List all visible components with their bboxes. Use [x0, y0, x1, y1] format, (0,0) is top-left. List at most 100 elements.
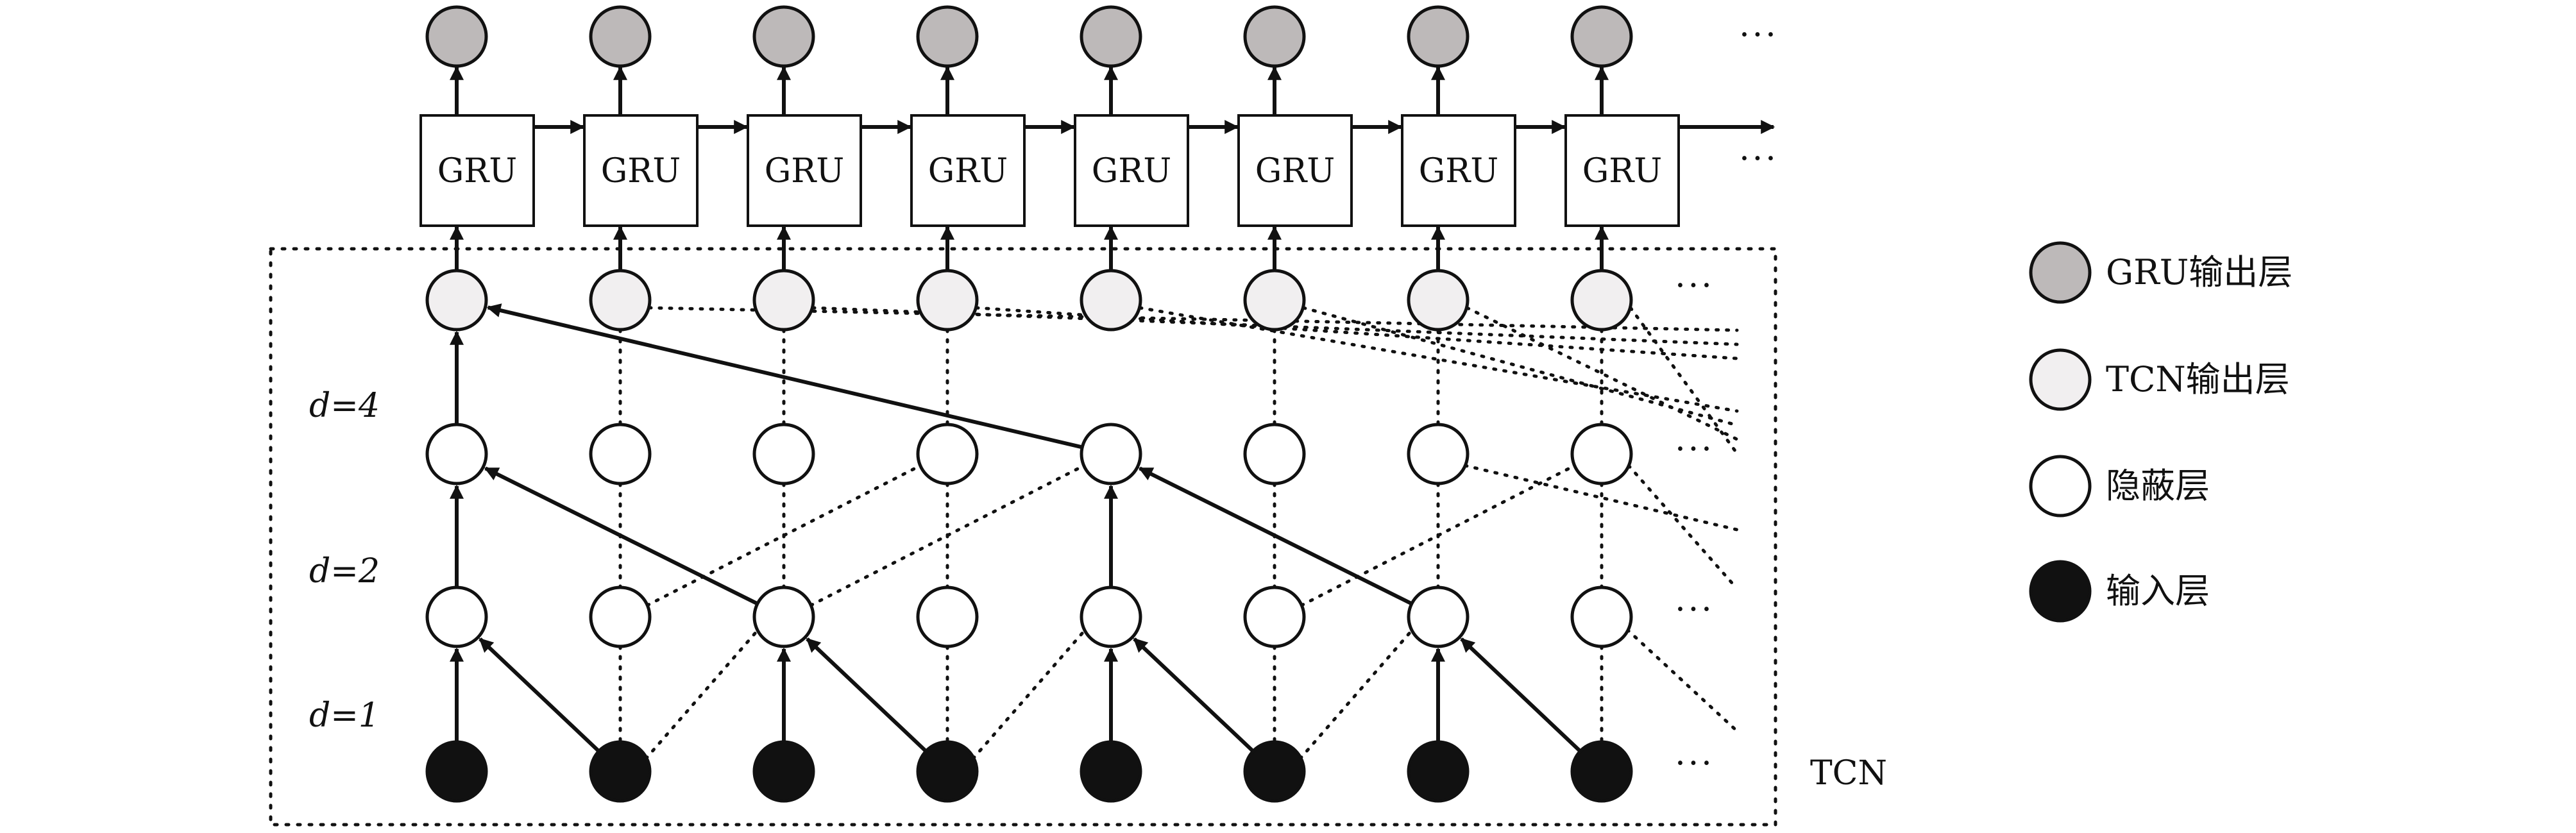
dotted-link: [644, 628, 760, 761]
tcn-boundary-box: [269, 247, 1777, 827]
input-node: [1243, 740, 1306, 803]
hidden-node-d2: [425, 585, 488, 648]
input-node: [425, 740, 488, 803]
dilation-label-d2: d=2: [309, 552, 380, 591]
dotted-link: [974, 306, 1739, 360]
solid-arrow: [806, 637, 928, 753]
hidden-node-d2: [1080, 585, 1142, 648]
dotted-link: [1627, 464, 1739, 591]
gru-cell-label: GRU: [928, 152, 1008, 190]
legend-hidden-label: 隐蔽层: [2106, 466, 2210, 506]
tcn-output-node: [589, 269, 652, 332]
gru-cell-label: GRU: [765, 152, 845, 190]
dilation-label-d4: d=4: [309, 387, 380, 425]
gru-cell-label: GRU: [1092, 152, 1172, 190]
input-node: [589, 740, 652, 803]
solid-arrow: [486, 303, 1083, 450]
gru-cell-label: GRU: [1582, 152, 1663, 190]
input-node: [1080, 740, 1142, 803]
input-node: [752, 740, 815, 803]
ellipsis-input: ···: [1675, 745, 1715, 783]
hidden-node-d2: [1407, 585, 1470, 648]
ellipsis-hidden-d4: ···: [1675, 430, 1715, 469]
dotted-link: [1301, 306, 1739, 427]
hidden-node-d2: [1243, 585, 1306, 648]
gru-cell: [1237, 114, 1353, 227]
dotted-link: [645, 464, 922, 607]
solid-arrow: [484, 466, 759, 606]
tcn-output-node: [1570, 269, 1633, 332]
gru-cell-label: GRU: [601, 152, 681, 190]
legend-tcn-output-swatch: [2029, 348, 2092, 411]
gru-cell-label: GRU: [1419, 152, 1499, 190]
hidden-node-d4: [589, 423, 652, 485]
ellipsis-hidden-d2: ···: [1675, 591, 1715, 629]
gru-cell: [419, 114, 535, 227]
gru-output-node: [1570, 5, 1633, 68]
dotted-link: [1465, 306, 1739, 441]
gru-cell: [1401, 114, 1516, 227]
tcn-output-node: [1407, 269, 1470, 332]
legend-hidden-swatch: [2029, 455, 2092, 517]
solid-arrow: [1138, 466, 1413, 606]
dotted-link: [809, 464, 1086, 607]
solid-arrow: [1460, 637, 1582, 753]
dotted-connections: [618, 306, 1739, 761]
legend-input-swatch: [2029, 560, 2092, 623]
gru-output-node: [752, 5, 815, 68]
hidden-node-d2: [589, 585, 652, 648]
gru-cell: [1074, 114, 1189, 227]
input-node: [1407, 740, 1470, 803]
solid-arrow: [1133, 637, 1255, 753]
dotted-link: [1625, 628, 1739, 733]
dotted-link: [1138, 306, 1739, 413]
gru-cell-label: GRU: [437, 152, 518, 190]
gru-cell: [1564, 114, 1680, 227]
tcn-output-node: [752, 269, 815, 332]
dotted-link: [971, 628, 1087, 761]
dilation-label-d1: d=1: [309, 696, 380, 735]
hidden-node-d4: [1570, 423, 1633, 485]
ellipsis-gru-output: ···: [1739, 16, 1779, 55]
node-layers: [425, 5, 1633, 803]
hidden-node-d2: [916, 585, 979, 648]
gru-output-node: [1243, 5, 1306, 68]
dotted-link: [647, 306, 1739, 332]
dotted-link: [1298, 628, 1414, 761]
hidden-node-d2: [752, 585, 815, 648]
input-node: [1570, 740, 1633, 803]
gru-cell-label: GRU: [1255, 152, 1335, 190]
dotted-link: [1629, 306, 1739, 455]
gru-cell: [910, 114, 1026, 227]
hidden-node-d4: [1407, 423, 1470, 485]
hidden-node-d4: [752, 423, 815, 485]
tcn-output-node: [1243, 269, 1306, 332]
legend: GRU输出层 TCN输出层 隐蔽层 输入层: [2029, 241, 2292, 623]
solid-connections: [450, 65, 1609, 753]
gru-output-node: [425, 5, 488, 68]
gru-cell: [747, 114, 862, 227]
hidden-node-d4: [425, 423, 488, 485]
solid-arrow: [479, 637, 600, 753]
hidden-node-d4: [916, 423, 979, 485]
tcn-output-node: [425, 269, 488, 332]
tcn-output-node: [1080, 269, 1142, 332]
gru-output-node: [916, 5, 979, 68]
hidden-node-d4: [1243, 423, 1306, 485]
ellipsis-tcn-output: ···: [1675, 267, 1715, 305]
gru-layer: GRU GRU GRU GRU GRU GRU GRU GRU: [419, 114, 1775, 227]
tcn-label: TCN: [1810, 754, 1887, 793]
ellipsis-gru: ···: [1739, 140, 1779, 178]
input-node: [916, 740, 979, 803]
legend-tcn-output-label: TCN输出层: [2106, 359, 2290, 400]
gru-output-node: [1080, 5, 1142, 68]
tcn-output-node: [916, 269, 979, 332]
gru-output-node: [589, 5, 652, 68]
legend-gru-output-label: GRU输出层: [2106, 252, 2292, 292]
gru-cell: [583, 114, 699, 227]
hidden-node-d4: [1080, 423, 1142, 485]
gru-output-node: [1407, 5, 1470, 68]
legend-gru-output-swatch: [2029, 241, 2092, 304]
legend-input-label: 输入层: [2106, 571, 2210, 611]
